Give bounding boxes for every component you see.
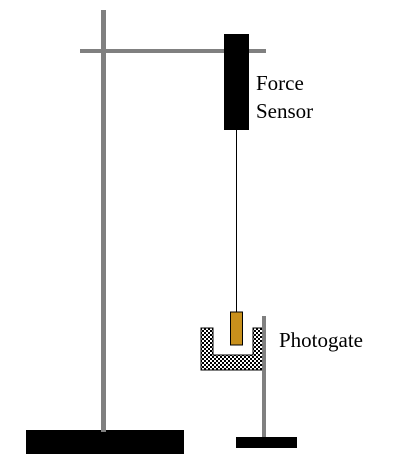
- hanging-weight: [230, 311, 243, 346]
- photogate: [200, 327, 266, 371]
- force-sensor-label-line1: Force: [256, 71, 304, 95]
- photogate-stand-base: [236, 437, 297, 448]
- force-sensor: [224, 34, 249, 130]
- photogate-stand-pole: [262, 316, 266, 438]
- force-sensor-label-line2: Sensor: [256, 99, 313, 123]
- stand-base: [26, 430, 184, 454]
- stand-pole: [101, 10, 106, 432]
- photogate-label: Photogate: [279, 328, 363, 352]
- stand-crossbar: [80, 49, 266, 53]
